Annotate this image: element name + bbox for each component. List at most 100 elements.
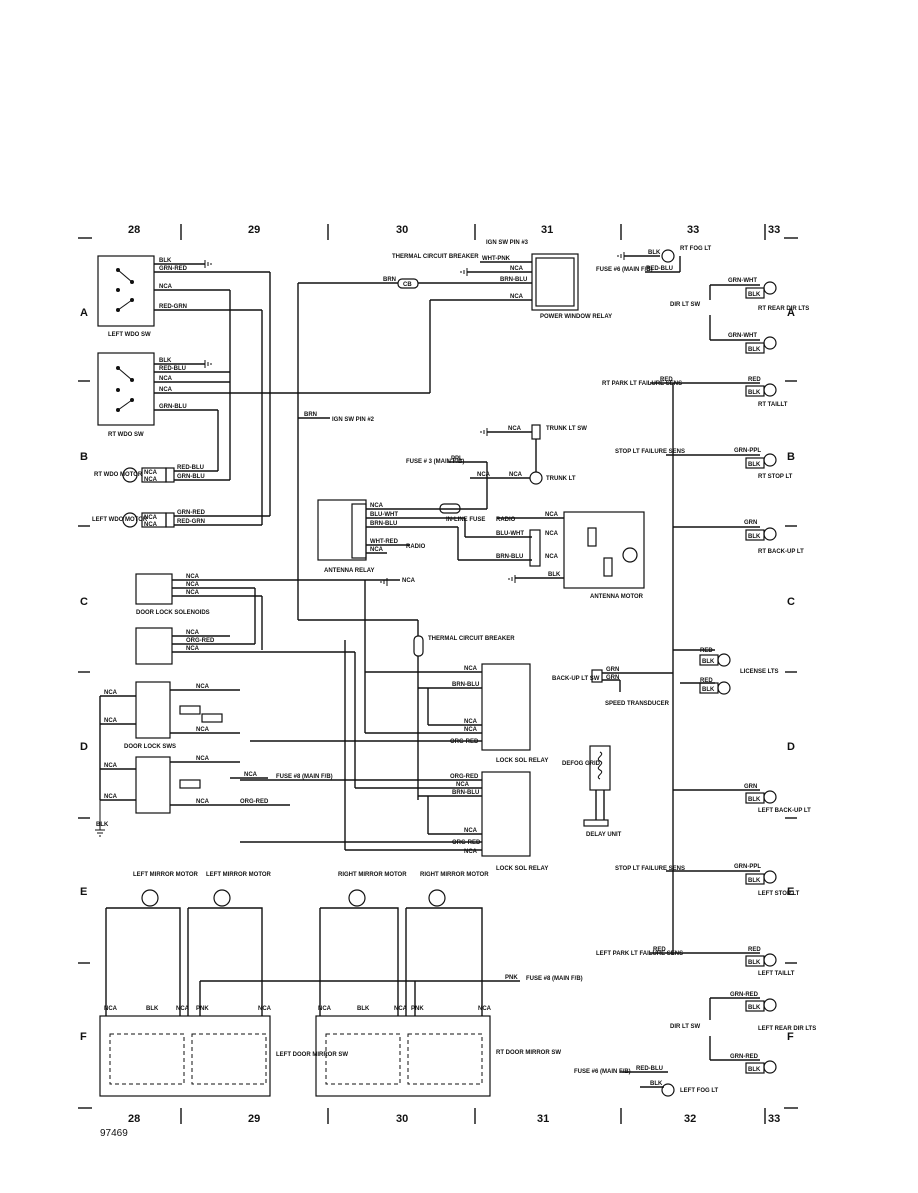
- dls-nca3: NCA: [186, 590, 200, 596]
- lr1-nca1: NCA: [464, 666, 478, 672]
- pw-wht-pnk: WHT-PNK: [482, 256, 511, 262]
- lm-grn-red: GRN-RED: [177, 510, 206, 516]
- mirror-pnk: PNK: [505, 975, 518, 981]
- lr1-org-red: ORG-RED: [450, 739, 479, 745]
- dir-lt-sw-top-label: DIR LT SW: [670, 302, 701, 308]
- document-id: 97469: [100, 1128, 128, 1139]
- power-window-group: CB BRN THERMAL CIRCUIT BREAKER WHT-PNK N…: [297, 240, 612, 620]
- dls-nca2: NCA: [186, 582, 200, 588]
- lw-nca: NCA: [159, 284, 173, 290]
- brn-top: BRN: [383, 277, 396, 283]
- rm-nca1: NCA: [144, 470, 158, 476]
- ground-icons: [204, 252, 625, 586]
- dls-org-red: ORG-RED: [186, 638, 215, 644]
- fuse3-ppl: PPL: [451, 456, 463, 462]
- rt-park-lt-failure-label: RT PARK LT FAILURE SENS: [602, 381, 682, 387]
- col-top-30: 30: [396, 224, 408, 236]
- fog-red-blu: RED-BLU: [646, 266, 673, 272]
- rw-red-blu: RED-BLU: [159, 366, 186, 372]
- stop-blk: BLK: [748, 462, 761, 468]
- ms-nca1: NCA: [104, 1006, 118, 1012]
- am-nca1: NCA: [545, 512, 559, 518]
- stop-lt-failure-bot-label: STOP LT FAILURE SENS: [615, 866, 685, 872]
- dls-nca1: NCA: [186, 574, 200, 580]
- left-mirror-motor-2-label: LEFT MIRROR MOTOR: [206, 872, 272, 878]
- dls-nca5: NCA: [186, 646, 200, 652]
- left-mirror-motor-1-label: LEFT MIRROR MOTOR: [133, 872, 199, 878]
- ms-blk2: BLK: [357, 1006, 370, 1012]
- rw-grn-blu: GRN-BLU: [159, 404, 187, 410]
- lfog-red-blu: RED-BLU: [636, 1066, 663, 1072]
- grid-top: 28 29 30 31 33 33: [78, 224, 798, 240]
- rm-red-blu: RED-BLU: [177, 465, 204, 471]
- ign-sw-pin2-label: IGN SW PIN #2: [332, 417, 375, 423]
- rw-nca2: NCA: [159, 387, 173, 393]
- ldir-blk2: BLK: [748, 1067, 761, 1073]
- brn-pin2: BRN: [304, 412, 317, 418]
- lbu-blk: BLK: [748, 797, 761, 803]
- rt-wdo-sw: BLK RED-BLU NCA NCA GRN-BLU RT WDO SW: [97, 352, 430, 438]
- left-back-up-lt-label: LEFT BACK-UP LT: [758, 808, 811, 814]
- lr2-org-red2: ORG-RED: [452, 840, 481, 846]
- trunk-lt-label: TRUNK LT: [546, 476, 576, 482]
- rt-taillt-label: RT TAILLT: [758, 402, 788, 408]
- fuse6-top-label: FUSE #6 (MAIN F/B): [596, 267, 653, 273]
- row-left-D: D: [80, 741, 88, 753]
- park-red2: RED: [748, 377, 761, 383]
- ms-nca3: NCA: [258, 1006, 272, 1012]
- bus-grn2: GRN: [606, 675, 619, 681]
- am-blk: BLK: [548, 572, 561, 578]
- dsw-blk: BLK: [96, 822, 109, 828]
- fuse6-bot-label: FUSE #6 (MAIN F/B): [574, 1069, 631, 1075]
- am-radio: RADIO: [496, 517, 516, 523]
- speed-transducer-label: SPEED TRANSDUCER: [605, 701, 670, 707]
- ms-nca5: NCA: [394, 1006, 408, 1012]
- dsw-nca7: NCA: [196, 756, 210, 762]
- am-brn-blu: BRN-BLU: [496, 554, 523, 560]
- pw-nca1: NCA: [510, 266, 524, 272]
- dir-grn-wht1: GRN-WHT: [728, 278, 757, 284]
- dls-nca6: NCA: [402, 578, 416, 584]
- wdo-motors: NCA NCA RED-BLU GRN-BLU RT WDO MOTOR NCA…: [92, 465, 270, 528]
- ar-radio: RADIO: [406, 544, 426, 550]
- right-mirror-motor-1-label: RIGHT MIRROR MOTOR: [338, 872, 407, 878]
- lpark-red2: RED: [748, 947, 761, 953]
- col-bot-30: 30: [396, 1113, 408, 1125]
- lr1-brn-blu: BRN-BLU: [452, 682, 479, 688]
- power-window-relay-label: POWER WINDOW RELAY: [540, 314, 612, 320]
- dsw-nca8: NCA: [196, 799, 210, 805]
- lr2-nca2: NCA: [464, 828, 478, 834]
- trunk-nca3: NCA: [509, 472, 523, 478]
- ar-nca1: NCA: [370, 503, 384, 509]
- dir-blk2: BLK: [748, 347, 761, 353]
- rt-stop-lt-label: RT STOP LT: [758, 474, 793, 480]
- rt-door-mirror-sw-label: RT DOOR MIRROR SW: [496, 1050, 561, 1056]
- pw-nca2: NCA: [510, 294, 524, 300]
- ms-nca4: NCA: [318, 1006, 332, 1012]
- ar-nca2: NCA: [370, 547, 384, 553]
- rm-grn-blu: GRN-BLU: [177, 474, 205, 480]
- row-right-F: F: [787, 1031, 794, 1043]
- dsw-nca3: NCA: [104, 763, 118, 769]
- ldir-blk1: BLK: [748, 1005, 761, 1011]
- right-lamps: RT PARK LT FAILURE SENS RED RED BLK RT T…: [552, 377, 811, 977]
- col-bot-31: 31: [537, 1113, 549, 1125]
- left-stop-lt-label: LEFT STOP LT: [758, 891, 800, 897]
- rw-blk: BLK: [159, 358, 172, 364]
- dsw-nca5: NCA: [196, 684, 210, 690]
- row-left-F: F: [80, 1031, 87, 1043]
- lr1-nca2: NCA: [464, 719, 478, 725]
- antenna-motor-label: ANTENNA MOTOR: [590, 594, 644, 600]
- lpark-blk: BLK: [748, 960, 761, 966]
- left-fog-lt-label: LEFT FOG LT: [680, 1088, 719, 1094]
- lock-sol-relay-2-label: LOCK SOL RELAY: [496, 866, 548, 872]
- fuse8-mid-label: FUSE #8 (MAIN F/B): [276, 774, 333, 780]
- right-mirror-motor-2-label: RIGHT MIRROR MOTOR: [420, 872, 489, 878]
- lw-grn-red: GRN-RED: [159, 266, 188, 272]
- left-wdo-motor-label: LEFT WDO MOTOR: [92, 517, 148, 523]
- lic-blk1: BLK: [702, 659, 715, 665]
- trunk-group: IGN SW PIN #2 BRN NCA TRUNK LT SW TRUNK …: [298, 412, 587, 509]
- col-top-29: 29: [248, 224, 260, 236]
- bu-blk: BLK: [748, 534, 761, 540]
- col-bot-33: 33: [768, 1113, 780, 1125]
